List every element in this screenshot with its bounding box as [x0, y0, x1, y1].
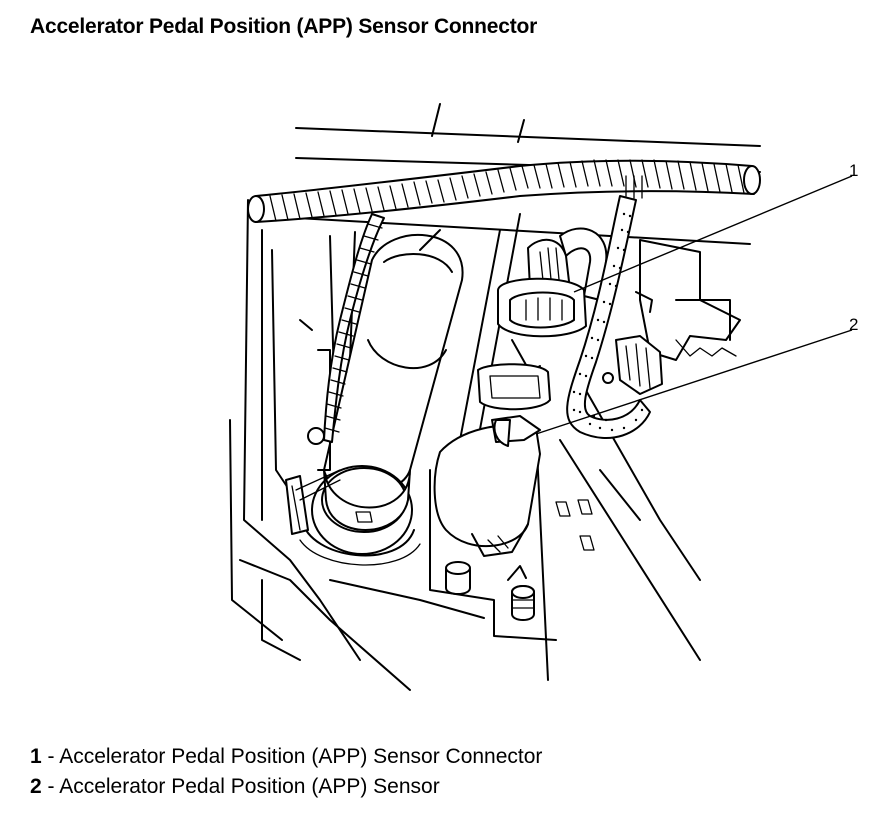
legend-item-number: 2: [30, 775, 42, 798]
app-sensor: [433, 363, 551, 621]
legend: 1 - Accelerator Pedal Position (APP) Sen…: [30, 742, 542, 802]
left-harness-wires: [323, 213, 385, 443]
right-dotted-harness: [566, 175, 663, 440]
legend-item: 1 - Accelerator Pedal Position (APP) Sen…: [30, 742, 542, 772]
legend-item-number: 1: [30, 745, 42, 768]
callout-leaders: [535, 175, 853, 435]
diagram-title: Accelerator Pedal Position (APP) Sensor …: [30, 15, 538, 38]
legend-item: 2 - Accelerator Pedal Position (APP) Sen…: [30, 772, 542, 802]
callout-2-label: 2: [849, 315, 858, 334]
app-sensor-connector: [497, 227, 608, 373]
steering-column: [285, 229, 464, 566]
legend-item-text: - Accelerator Pedal Position (APP) Senso…: [41, 745, 543, 768]
upper-harness-tube: [247, 159, 761, 223]
legend-item-text: - Accelerator Pedal Position (APP) Senso…: [41, 775, 440, 798]
callout-1-label: 1: [849, 161, 858, 180]
